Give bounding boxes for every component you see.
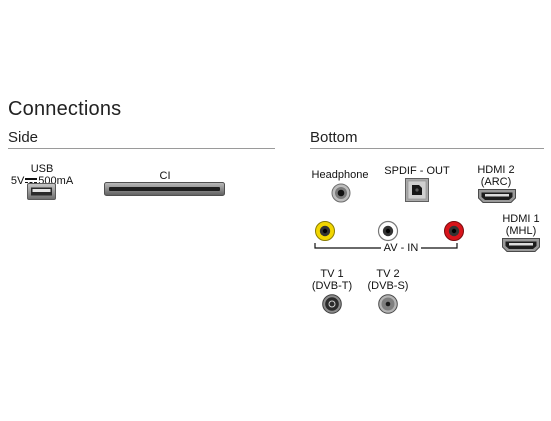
av-in-group [314,220,464,249]
tv1-label-line1: TV 1 [320,268,344,280]
tv2-label-line1: TV 2 [376,268,400,280]
usb-port-icon [27,183,56,200]
dc-symbol-icon [25,177,38,185]
hdmi2-label-line2: (ARC) [480,176,512,188]
hdmi1-label-line2: (MHL) [505,225,537,237]
headphone-jack-icon [331,183,351,203]
tv2-label-line2: (DVB-S) [367,280,409,292]
tv1-antenna-port-icon [322,294,342,314]
spdif-optical-port-icon [405,178,429,202]
usb-rating-voltage: 5V [10,175,25,187]
hdmi1-label-line1: HDMI 1 [502,213,540,225]
headphone-label: Headphone [311,169,369,181]
usb-label: USB [30,163,54,175]
av-in-bracket-left [314,243,381,249]
spdif-label: SPDIF - OUT [384,165,450,177]
av-audio-right-jack-icon [444,221,464,241]
ci-slot-icon [104,182,225,196]
bottom-heading: Bottom [310,129,358,146]
av-in-bracket-right [421,243,458,249]
hdmi2-label-line1: HDMI 2 [477,164,515,176]
side-divider [8,148,275,149]
ci-label: CI [159,170,171,182]
av-audio-left-jack-icon [377,220,399,242]
tv2-satellite-port-icon [378,294,398,314]
av-video-jack-icon [315,221,335,241]
bottom-divider [310,148,544,149]
tv1-label-line2: (DVB-T) [311,280,353,292]
side-heading: Side [8,129,39,146]
av-in-label: AV - IN [381,242,421,254]
page-title: Connections [8,98,122,120]
hdmi2-port-icon [478,189,516,203]
hdmi1-port-icon [502,238,540,252]
